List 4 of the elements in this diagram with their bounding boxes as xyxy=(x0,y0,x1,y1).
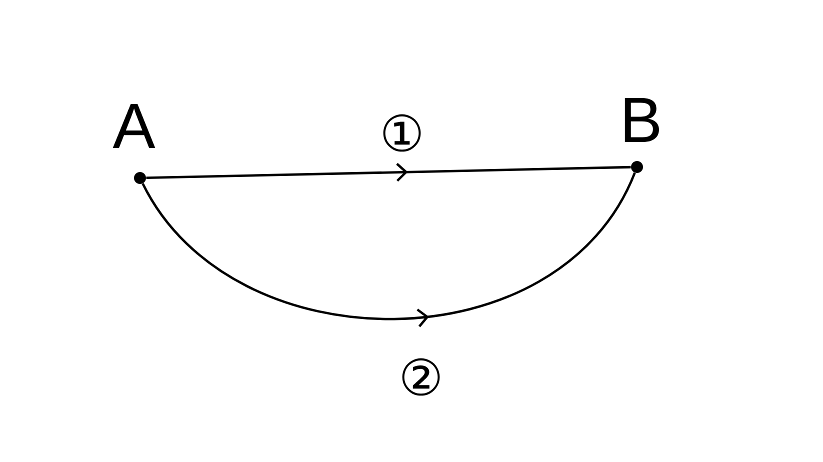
point-label: A xyxy=(112,104,156,148)
edge-label: ① xyxy=(378,113,426,153)
edge-label: ② xyxy=(398,357,444,397)
point-label: B xyxy=(624,98,659,142)
